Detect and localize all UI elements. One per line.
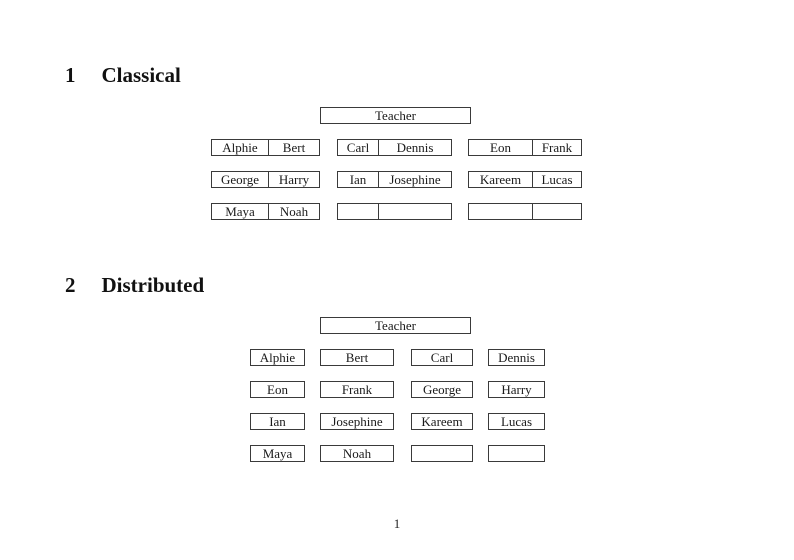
section-heading-distributed: 2 Distributed [65,273,204,297]
seat-empty [469,204,533,219]
section-title: Distributed [101,273,205,297]
seat-name: Bert [282,140,306,155]
desk-single: Frank [320,381,394,398]
section-title: Classical [101,63,181,87]
desk-single: Josephine [320,413,394,430]
seat-name: Ian [269,414,286,429]
seat-empty [338,204,379,219]
seat-name: George [422,382,462,397]
desk-single: Alphie [250,349,305,366]
seat-name: Lucas [500,414,533,429]
seat-name: Eon [469,140,533,155]
seat-name: Ian [338,172,379,187]
seat-name: Maya [212,204,269,219]
seat-name: Harry [501,382,532,397]
desk-pair: Maya Noah [211,203,320,220]
desk-single: Kareem [411,413,473,430]
desk-single: Lucas [488,413,545,430]
seat-name: Alphie [212,140,269,155]
teacher-label: Teacher [375,108,416,123]
seat-name: Carl [430,350,454,365]
seat-name: Frank [341,382,373,397]
seat-name: Noah [342,446,372,461]
teacher-box: Teacher [320,107,471,124]
desk-pair: Carl Dennis [337,139,452,156]
seat-name: Frank [541,140,573,155]
seat-name: Dennis [498,350,535,365]
desk-single: Bert [320,349,394,366]
page-number: 1 [393,516,401,531]
desk-single: Harry [488,381,545,398]
section-number: 1 [65,63,76,87]
desk-single-empty [411,445,473,462]
seat-name: Dennis [396,140,434,155]
seat-name: Kareem [469,172,533,187]
desk-pair-empty [337,203,452,220]
desk-pair: Ian Josephine [337,171,452,188]
desk-pair: Eon Frank [468,139,582,156]
seat-name: Maya [262,446,293,461]
desk-pair: George Harry [211,171,320,188]
seat-name: Kareem [421,414,463,429]
seat-name: Carl [338,140,379,155]
seat-empty [533,204,581,219]
seat-name: Noah [279,204,309,219]
seat-name: Eon [267,382,288,397]
teacher-label: Teacher [375,318,416,333]
seat-empty [379,204,451,219]
desk-pair: Alphie Bert [211,139,320,156]
seat-name: Josephine [331,414,383,429]
desk-single: Eon [250,381,305,398]
desk-single: Carl [411,349,473,366]
teacher-box: Teacher [320,317,471,334]
seat-name: Harry [278,172,310,187]
section-number: 2 [65,273,76,297]
desk-pair-empty [468,203,582,220]
desk-single: Dennis [488,349,545,366]
seat-name: Alphie [259,350,296,365]
desk-single: Maya [250,445,305,462]
section-heading-classical: 1 Classical [65,63,181,87]
desk-single: George [411,381,473,398]
desk-single-empty [488,445,545,462]
seat-name: George [212,172,269,187]
seat-name: Josephine [389,172,441,187]
seat-name: Bert [345,350,369,365]
desk-single: Noah [320,445,394,462]
desk-pair: Kareem Lucas [468,171,582,188]
seat-name: Lucas [541,172,573,187]
desk-single: Ian [250,413,305,430]
